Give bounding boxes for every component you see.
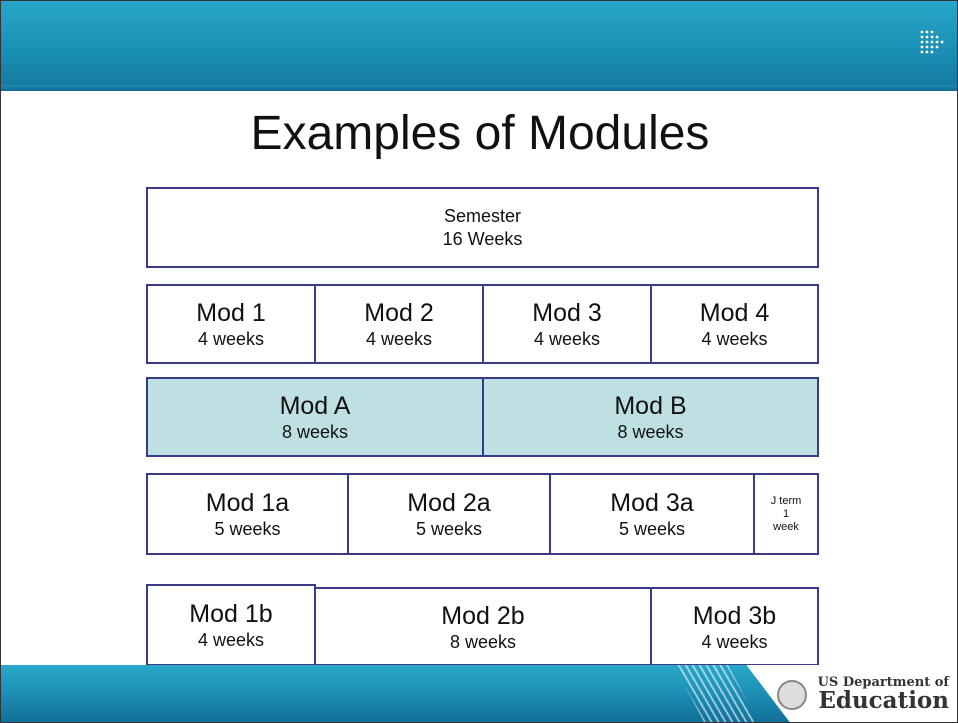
module-name: Mod 3 <box>532 299 602 327</box>
module-name: Mod 1 <box>196 299 266 327</box>
module-box-mod-a: Mod A 8 weeks <box>146 377 484 457</box>
org-name-line2: Education <box>818 687 949 714</box>
slide-title: Examples of Modules <box>250 107 710 160</box>
module-unit: week <box>773 520 799 533</box>
module-number: 1 <box>782 507 790 520</box>
module-length: 8 weeks <box>617 422 684 442</box>
header-bar <box>1 1 957 91</box>
module-box-mod-4: Mod 4 4 weeks <box>650 284 819 364</box>
module-length: 4 weeks <box>701 631 768 652</box>
org-name-line1: US Department of <box>817 675 949 690</box>
module-name: Mod 4 <box>699 299 770 327</box>
module-name: Mod 2a <box>407 489 491 517</box>
module-box-mod-b: Mod B 8 weeks <box>482 377 819 457</box>
module-name: Mod 1a <box>205 489 290 517</box>
module-box-mod-3b: Mod 3b 4 weeks <box>650 587 819 666</box>
module-name: Mod 2 <box>364 299 434 327</box>
module-length: 4 weeks <box>533 329 601 349</box>
semester-length: 16 Weeks <box>442 228 523 249</box>
module-name: Mod A <box>279 392 351 420</box>
module-box-mod-1b: Mod 1b 4 weeks <box>146 584 316 666</box>
module-box-mod-2a: Mod 2a 5 weeks <box>347 473 551 555</box>
module-box-mod-2b: Mod 2b 8 weeks <box>314 587 652 666</box>
module-box-mod-3: Mod 3 4 weeks <box>482 284 652 364</box>
module-length: 8 weeks <box>281 422 349 442</box>
semester-label: Semester <box>443 205 522 226</box>
module-length: 5 weeks <box>415 519 483 539</box>
module-box-j-term: J term 1 week <box>753 473 819 555</box>
module-length: 4 weeks <box>197 329 265 349</box>
module-box-mod-2: Mod 2 4 weeks <box>314 284 484 364</box>
module-box-mod-1: Mod 1 4 weeks <box>146 284 316 364</box>
module-length: 8 weeks <box>449 631 517 652</box>
module-length: 4 weeks <box>701 329 768 349</box>
module-name: Mod 3b <box>692 601 777 630</box>
dots-logo-icon <box>920 30 944 54</box>
module-length: 5 weeks <box>214 519 281 539</box>
module-box-mod-3a: Mod 3a 5 weeks <box>549 473 755 555</box>
module-name: J term <box>770 494 802 507</box>
semester-box: Semester 16 Weeks <box>146 187 819 268</box>
module-box-mod-1a: Mod 1a 5 weeks <box>146 473 349 555</box>
department-seal-icon <box>777 680 807 710</box>
module-name: Mod B <box>614 392 687 420</box>
module-length: 4 weeks <box>197 630 265 650</box>
module-length: 4 weeks <box>365 329 433 349</box>
module-name: Mod 1b <box>189 600 273 628</box>
module-length: 5 weeks <box>618 519 686 539</box>
module-name: Mod 3a <box>610 489 694 517</box>
module-name: Mod 2b <box>441 601 525 630</box>
